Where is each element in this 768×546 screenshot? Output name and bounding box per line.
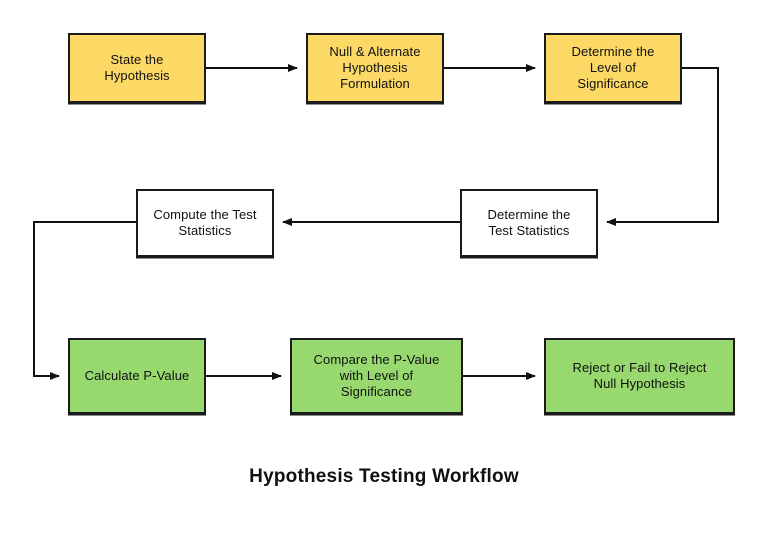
- node-null-alternate-formulation[interactable]: Null & Alternate Hypothesis Formulation: [306, 33, 444, 103]
- node-determine-level-significance[interactable]: Determine the Level of Significance: [544, 33, 682, 103]
- diagram-title: Hypothesis Testing Workflow: [249, 466, 519, 487]
- node-determine-test-statistics[interactable]: Determine the Test Statistics: [460, 189, 598, 257]
- node-compare-p-value[interactable]: Compare the P-Value with Level of Signif…: [290, 338, 463, 414]
- node-calculate-p-value[interactable]: Calculate P-Value: [68, 338, 206, 414]
- node-compute-test-statistics[interactable]: Compute the Test Statistics: [136, 189, 274, 257]
- node-reject-or-fail[interactable]: Reject or Fail to Reject Null Hypothesis: [544, 338, 735, 414]
- node-state-hypothesis[interactable]: State the Hypothesis: [68, 33, 206, 103]
